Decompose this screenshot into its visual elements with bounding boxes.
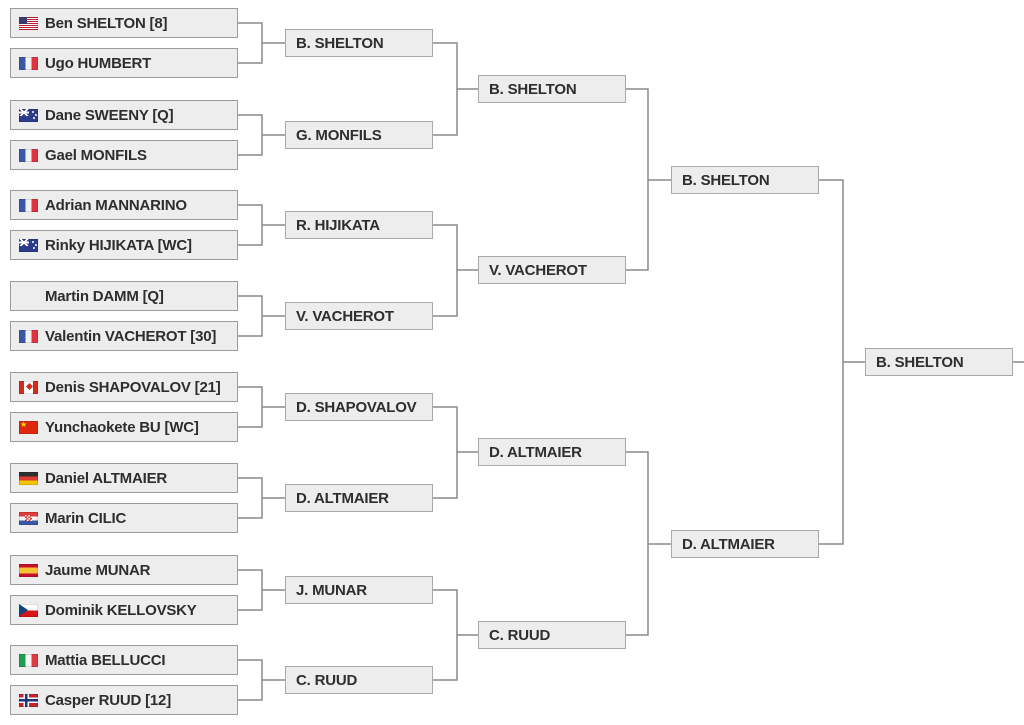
winner-name: C. RUUD <box>296 671 358 689</box>
round2-winner-box: B. SHELTON <box>285 29 433 57</box>
flag-australia-icon <box>19 108 38 122</box>
player-name: Jaume MUNAR <box>45 561 151 579</box>
player-name: Gael MONFILS <box>45 146 147 164</box>
player-name: Mattia BELLUCCI <box>45 651 166 669</box>
winner-name: B. SHELTON <box>296 34 384 52</box>
winner-name: R. HIJIKATA <box>296 216 380 234</box>
round3-winner-box: C. RUUD <box>478 621 626 649</box>
round2-winner-box: R. HIJIKATA <box>285 211 433 239</box>
winner-name: B. SHELTON <box>489 80 577 98</box>
final-winner-box: B. SHELTON <box>865 348 1013 376</box>
player-name: Yunchaokete BU [WC] <box>45 418 199 436</box>
round1-player-box: Denis SHAPOVALOV [21] <box>10 372 238 402</box>
flag-germany-icon <box>19 471 38 485</box>
round1-player-box: Mattia BELLUCCI <box>10 645 238 675</box>
round3-winner-box: V. VACHEROT <box>478 256 626 284</box>
winner-name: V. VACHEROT <box>296 307 394 325</box>
round1-player-box: Dane SWEENY [Q] <box>10 100 238 130</box>
flag-france-icon <box>19 198 38 212</box>
player-name: Adrian MANNARINO <box>45 196 187 214</box>
round2-winner-box: D. ALTMAIER <box>285 484 433 512</box>
winner-name: C. RUUD <box>489 626 551 644</box>
round2-winner-box: V. VACHEROT <box>285 302 433 330</box>
player-name: Rinky HIJIKATA [WC] <box>45 236 192 254</box>
winner-name: J. MUNAR <box>296 581 367 599</box>
flag-norway-icon <box>19 693 38 707</box>
round1-player-box: Casper RUUD [12] <box>10 685 238 715</box>
flag-france-icon <box>19 148 38 162</box>
round1-player-box: Daniel ALTMAIER <box>10 463 238 493</box>
round3-winner-box: B. SHELTON <box>478 75 626 103</box>
winner-name: D. SHAPOVALOV <box>296 398 417 416</box>
flag-canada-icon <box>19 380 38 394</box>
round1-player-box: Gael MONFILS <box>10 140 238 170</box>
round2-winner-box: G. MONFILS <box>285 121 433 149</box>
round1-player-box: Yunchaokete BU [WC] <box>10 412 238 442</box>
player-name: Casper RUUD [12] <box>45 691 171 709</box>
round2-winner-box: D. SHAPOVALOV <box>285 393 433 421</box>
round1-player-box: Rinky HIJIKATA [WC] <box>10 230 238 260</box>
round1-player-box: Marin CILIC <box>10 503 238 533</box>
player-name: Marin CILIC <box>45 509 127 527</box>
flag-china-icon <box>19 420 38 434</box>
flag-australia-icon <box>19 238 38 252</box>
player-name: Ben SHELTON [8] <box>45 14 168 32</box>
player-name: Dominik KELLOVSKY <box>45 601 197 619</box>
round1-player-box: Dominik KELLOVSKY <box>10 595 238 625</box>
player-name: Martin DAMM [Q] <box>45 287 164 305</box>
flag-tricolor-icon <box>19 329 38 343</box>
winner-name: D. ALTMAIER <box>296 489 389 507</box>
round1-player-box: Ugo HUMBERT <box>10 48 238 78</box>
winner-name: D. ALTMAIER <box>682 535 775 553</box>
winner-name: D. ALTMAIER <box>489 443 582 461</box>
flag-france-icon <box>19 56 38 70</box>
round1-player-box: Ben SHELTON [8] <box>10 8 238 38</box>
player-name: Daniel ALTMAIER <box>45 469 168 487</box>
flag-usa-icon <box>19 16 38 30</box>
flag-croatia-icon <box>19 511 38 525</box>
round2-winner-box: J. MUNAR <box>285 576 433 604</box>
winner-name: B. SHELTON <box>876 353 964 371</box>
flag-empty-icon <box>19 290 38 303</box>
flag-italy-icon <box>19 653 38 667</box>
semifinal-winner-box: B. SHELTON <box>671 166 819 194</box>
flag-spain-icon <box>19 563 38 577</box>
round1-player-box: Adrian MANNARINO <box>10 190 238 220</box>
player-name: Valentin VACHEROT [30] <box>45 327 217 345</box>
round1-player-box: Martin DAMM [Q] <box>10 281 238 311</box>
round1-player-box: Jaume MUNAR <box>10 555 238 585</box>
player-name: Dane SWEENY [Q] <box>45 106 174 124</box>
winner-name: G. MONFILS <box>296 126 382 144</box>
round1-player-box: Valentin VACHEROT [30] <box>10 321 238 351</box>
flag-czechia-icon <box>19 603 38 617</box>
semifinal-winner-box: D. ALTMAIER <box>671 530 819 558</box>
player-name: Denis SHAPOVALOV [21] <box>45 378 221 396</box>
round2-winner-box: C. RUUD <box>285 666 433 694</box>
round3-winner-box: D. ALTMAIER <box>478 438 626 466</box>
winner-name: B. SHELTON <box>682 171 770 189</box>
winner-name: V. VACHEROT <box>489 261 587 279</box>
player-name: Ugo HUMBERT <box>45 54 152 72</box>
